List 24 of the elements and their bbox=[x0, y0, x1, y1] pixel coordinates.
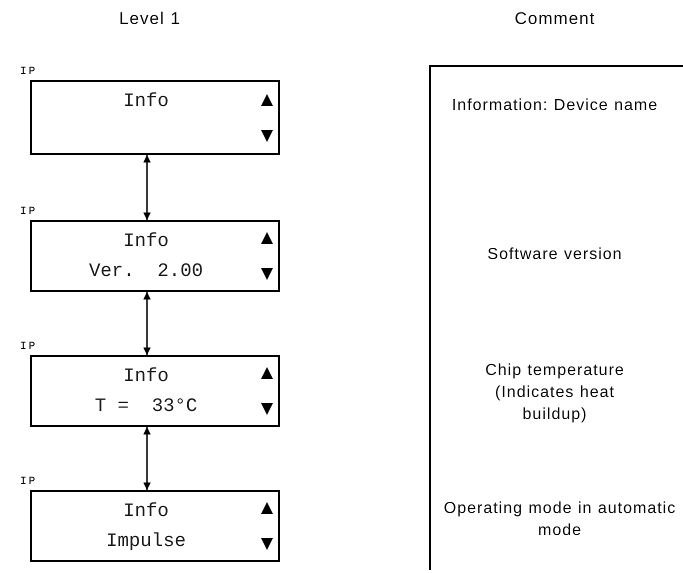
lcd-display bbox=[30, 355, 280, 427]
mode-label: IP bbox=[20, 476, 38, 488]
mode-label: IP bbox=[20, 66, 38, 78]
display-text: Info bbox=[122, 500, 170, 522]
column-heading: Level 1 bbox=[118, 8, 182, 30]
double-arrow bbox=[143, 292, 151, 355]
comment-text: Information: Device name bbox=[450, 96, 660, 116]
comment-text: Chip temperature (Indicates heat buildup) bbox=[484, 361, 626, 425]
lcd-display bbox=[30, 490, 280, 562]
display-text: Info bbox=[122, 230, 170, 252]
double-arrow bbox=[143, 155, 151, 220]
comment-text: Operating mode in automatic mode bbox=[442, 499, 678, 541]
display-text: T = 33°C bbox=[94, 395, 198, 417]
display-text: Impulse bbox=[105, 530, 187, 552]
display-text: Info bbox=[122, 90, 170, 112]
display-text: Ver. 2.00 bbox=[88, 260, 204, 282]
comment-text: Software version bbox=[486, 245, 624, 265]
display-text: Info bbox=[122, 365, 170, 387]
double-arrow bbox=[143, 427, 151, 490]
lcd-display bbox=[30, 220, 280, 292]
lcd-display bbox=[30, 80, 280, 155]
column-heading: Comment bbox=[514, 8, 596, 30]
mode-label: IP bbox=[20, 206, 38, 218]
mode-label: IP bbox=[20, 341, 38, 353]
